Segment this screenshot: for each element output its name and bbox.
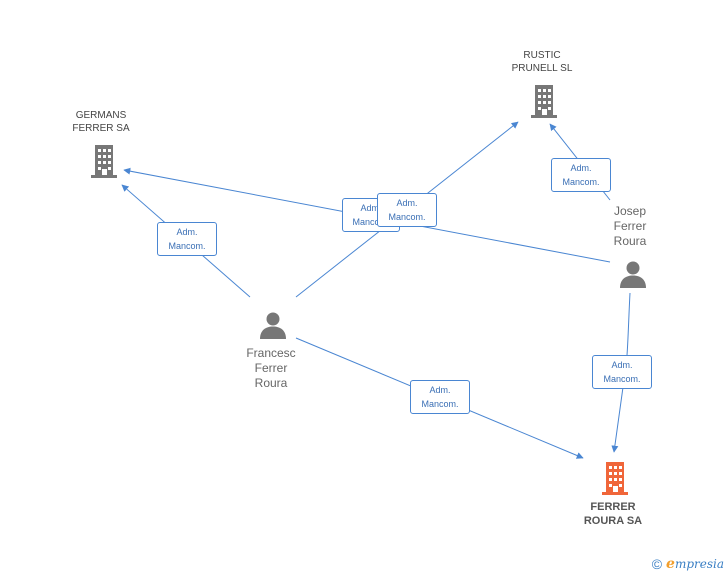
person-label-josep: Josep Ferrer Roura xyxy=(613,204,647,248)
edge-label-josep-ferrer-roura[interactable]: Adm. Mancom. xyxy=(592,355,652,389)
company-label-germans: GERMANS FERRER SA xyxy=(72,110,130,134)
building-icon[interactable] xyxy=(599,460,631,496)
copyright-symbol: © xyxy=(651,556,663,572)
edge-label-francesc-rustic[interactable]: Adm. Mancom. xyxy=(377,193,437,227)
company-label-rustic: RUSTIC PRUNELL SL xyxy=(511,50,573,74)
building-icon[interactable] xyxy=(528,83,560,119)
company-label-ferrer-roura: FERRER ROURA SA xyxy=(583,501,643,527)
footer-brand: © empresia xyxy=(652,556,724,572)
brand-logo[interactable]: empresia xyxy=(666,556,724,572)
edge-label-francesc-ferrer-roura[interactable]: Adm. Mancom. xyxy=(410,380,470,414)
person-icon[interactable] xyxy=(258,310,288,340)
person-label-francesc: Francesc Ferrer Roura xyxy=(246,346,296,390)
building-icon[interactable] xyxy=(88,143,120,179)
edge-label-josep-rustic[interactable]: Adm. Mancom. xyxy=(551,158,611,192)
edge-label-francesc-germans[interactable]: Adm. Mancom. xyxy=(157,222,217,256)
person-icon[interactable] xyxy=(618,259,648,289)
